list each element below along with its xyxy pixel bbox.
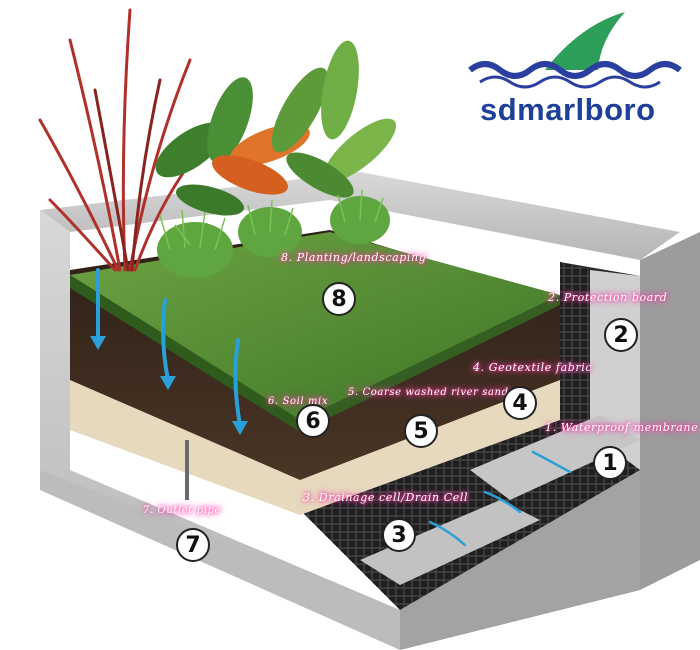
marker-7: 7 [176,528,210,562]
label-waterproof: 1. Waterproof membrane [542,420,700,435]
marker-1: 1 [593,446,627,480]
label-drainage-cell: 3. Drainage cell/Drain Cell [300,490,471,505]
label-river-sand: 5. Coarse washed river sand [345,386,512,399]
marker-2: 2 [604,318,638,352]
label-outlet-pipe: 7. Outlet pipe [140,504,224,517]
label-planting: 8. Planting/landscaping [278,250,429,265]
marker-3: 3 [382,518,416,552]
logo-fin [545,12,625,70]
concrete-right-wall [640,232,700,590]
label-protection-board: 2. Protection board [545,290,670,305]
label-geotextile: 4. Geotextile fabric [470,360,595,375]
brand-logo [470,12,680,87]
protection-board-grid [560,262,590,440]
brand-name: sdmarlboro [480,92,656,128]
marker-8: 8 [322,282,356,316]
marker-5: 5 [404,414,438,448]
outlet-pipe [185,440,189,500]
marker-6: 6 [296,404,330,438]
marker-4: 4 [503,386,537,420]
